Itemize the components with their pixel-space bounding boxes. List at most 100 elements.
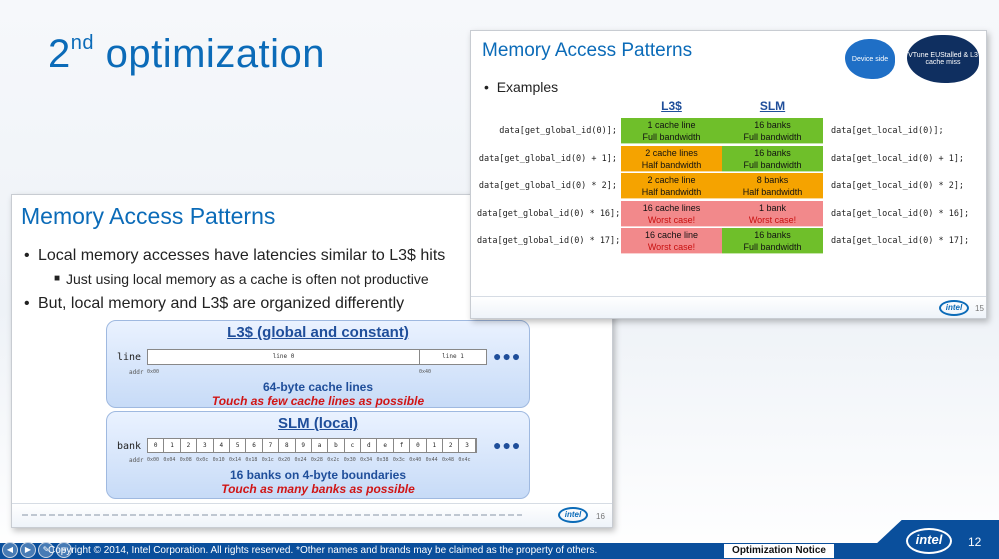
inset-b-page-number: 15: [975, 304, 984, 313]
line-row-label: line: [117, 352, 142, 363]
bullet-text: But, local memory and L3$ are organized …: [38, 295, 405, 312]
slideshow-nav: ◀ ▶ ✎ ≡: [2, 542, 72, 558]
inset-a-footer: intel 16: [12, 503, 612, 527]
l3-result-line1: 2 cache line: [647, 175, 696, 185]
slm-result-line1: 16 banks: [754, 147, 791, 158]
bank-cell: 3: [459, 439, 476, 452]
ellipsis-icon: ●●●: [493, 437, 522, 453]
l3-diagram-title: L3$ (global and constant): [227, 324, 409, 341]
bank-cell: 3: [197, 439, 214, 452]
slm-result-line1: 8 banks: [756, 175, 789, 185]
bank-cell: 6: [246, 439, 263, 452]
addr-label: addr: [129, 457, 144, 464]
bank-cell: 7: [263, 439, 280, 452]
inset-b-footer: intel 15: [471, 296, 986, 318]
slide-title-suffix: nd: [70, 31, 94, 54]
addr-value: 0x34: [360, 457, 373, 463]
next-slide-icon[interactable]: ▶: [20, 542, 36, 558]
previous-slide-icon[interactable]: ◀: [2, 542, 18, 558]
sub-bullet-text: Just using local memory as a cache is of…: [66, 271, 429, 287]
pen-icon[interactable]: ✎: [38, 542, 54, 558]
addr-value: 0x38: [376, 457, 389, 463]
inset-a-page-number: 16: [596, 512, 605, 521]
intel-logo-icon: intel: [939, 300, 969, 316]
bank-cell: f: [394, 439, 411, 452]
bank-cell: 5: [230, 439, 247, 452]
l3-result-line2: Half bandwidth: [641, 159, 702, 170]
bullet-item: •But, local memory and L3$ are organized…: [24, 295, 405, 312]
addr-value: 0x14: [228, 457, 241, 463]
slm-result-line2: Full bandwidth: [743, 159, 802, 170]
slm-result-line1: 16 banks: [754, 120, 791, 130]
l3-diagram: L3$ (global and constant) line line 0 li…: [106, 320, 530, 408]
bank-cell: 1: [164, 439, 181, 452]
bank-cell: 2: [181, 439, 198, 452]
code-global-access: data[get_global_id(0) * 16];: [477, 208, 621, 219]
slm-note: 16 banks on 4-byte boundaries: [229, 468, 407, 482]
addr-value: 0x08: [179, 457, 192, 463]
bank-cell: 0: [410, 439, 427, 452]
inset-b-bullet-text: Examples: [496, 79, 559, 95]
slm-result-line2: Full bandwidth: [743, 242, 802, 252]
bank-cell: 4: [214, 439, 230, 452]
addr-value: 0x4c: [458, 457, 471, 463]
column-header-l3: L3$: [661, 99, 682, 113]
bank-cell: 0: [148, 439, 165, 452]
inset-a-bullets: •Local memory accesses have latencies si…: [24, 247, 612, 319]
device-side-cloud: Device side: [845, 39, 895, 79]
addr-value: 0x1c: [261, 457, 274, 463]
code-local-access: data[get_local_id(0) * 2];: [831, 181, 965, 191]
column-header-slm: SLM: [759, 99, 786, 113]
slm-note-emphasis: Touch as many banks as possible: [221, 482, 415, 496]
code-local-access: data[get_local_id(0)];: [831, 126, 944, 136]
addr-value: 0x00: [147, 457, 160, 463]
footer-rule: [22, 514, 522, 516]
code-global-access: data[get_global_id(0) + 1];: [478, 153, 617, 164]
bank-cell: 9: [296, 439, 312, 452]
slide-title-text: optimization: [94, 32, 326, 76]
slide-title-number: 2: [48, 32, 71, 76]
addr-value: 0x30: [343, 457, 356, 463]
sub-bullet-item: ■Just using local memory as a cache is o…: [54, 271, 429, 287]
slm-result-line2: Half bandwidth: [742, 187, 803, 197]
bank-cell: b: [328, 439, 345, 452]
code-local-access: data[get_local_id(0) * 17];: [831, 236, 970, 246]
l3-result-line1: 2 cache lines: [645, 147, 698, 158]
intel-logo-icon: intel: [558, 507, 588, 523]
addr-value: 0x10: [212, 457, 225, 463]
bank-row-label: bank: [117, 441, 142, 452]
bank-cell: c: [345, 439, 362, 452]
optimization-notice-link[interactable]: Optimization Notice: [724, 544, 834, 558]
cache-line-0: line 0: [148, 350, 420, 364]
addr-value: 0x3c: [392, 457, 405, 463]
slm-result-line2: Worst case!: [748, 214, 797, 225]
bank-cell: 2: [443, 439, 460, 452]
slide-title: 2nd optimization: [48, 32, 325, 77]
l3-result-line2: Half bandwidth: [641, 187, 702, 197]
addr-value: 0x44: [425, 457, 438, 463]
bank-cell: a: [312, 439, 329, 452]
bank-cell: d: [361, 439, 378, 452]
l3-result-line2: Full bandwidth: [642, 132, 701, 142]
l3-result-line1: 16 cache lines: [642, 202, 701, 213]
l3-note: 64-byte cache lines: [262, 380, 374, 394]
ellipsis-icon: ●●●: [493, 348, 522, 364]
slm-result-line2: Full bandwidth: [743, 132, 802, 142]
addr-value: 0x2c: [327, 457, 340, 463]
bullet-text: Local memory accesses have latencies sim…: [38, 247, 446, 264]
code-global-access: data[get_global_id(0) * 2];: [478, 181, 617, 191]
l3-note-emphasis: Touch as few cache lines as possible: [211, 394, 425, 408]
code-local-access: data[get_local_id(0) * 16];: [831, 208, 970, 219]
addr-value: 0x20: [278, 457, 291, 463]
menu-icon[interactable]: ≡: [56, 542, 72, 558]
code-local-access: data[get_local_id(0) + 1];: [831, 153, 965, 164]
